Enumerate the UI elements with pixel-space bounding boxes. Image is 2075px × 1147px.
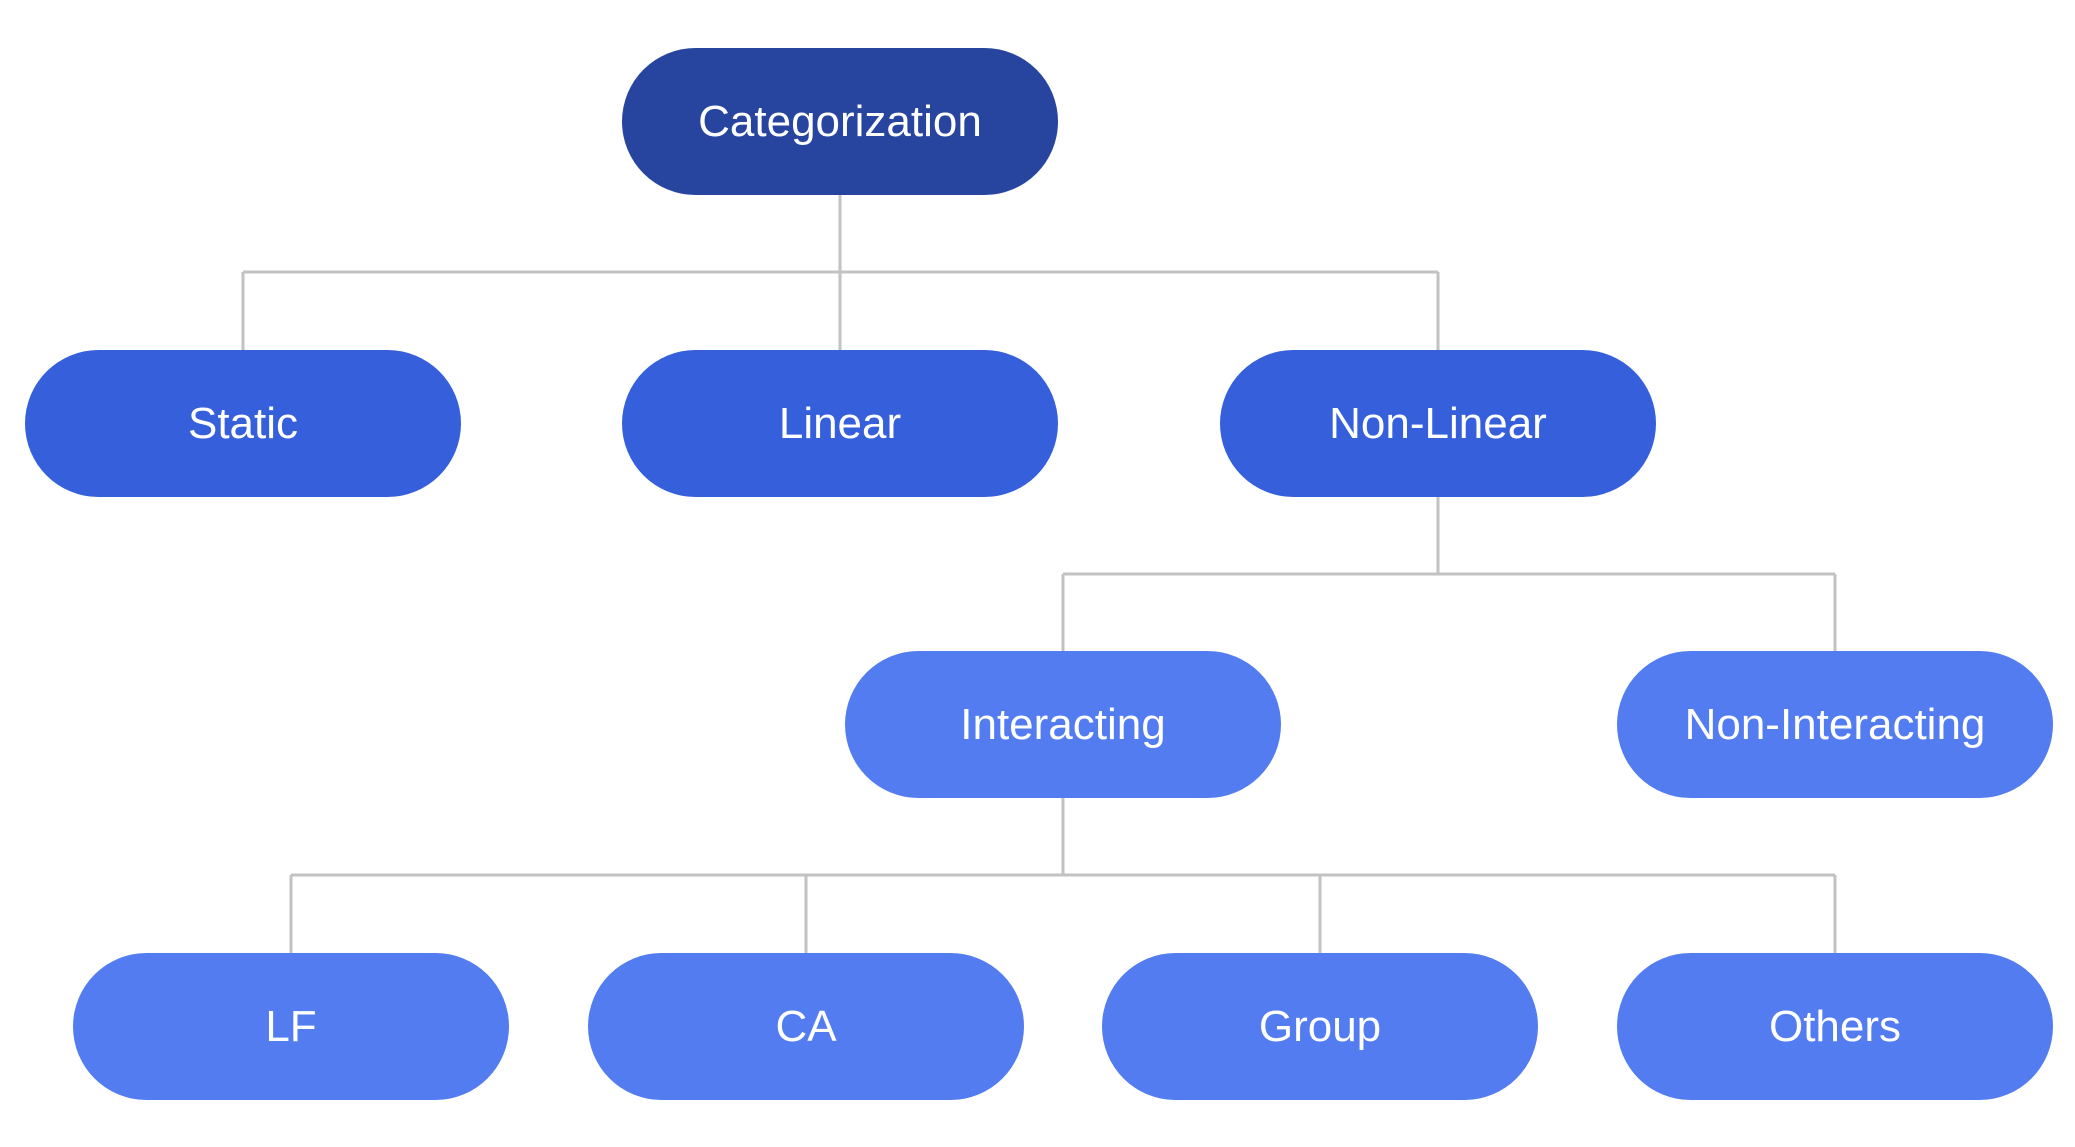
node-ca: CA	[588, 953, 1024, 1100]
node-label: Interacting	[960, 699, 1166, 749]
node-label: LF	[265, 1001, 317, 1051]
node-label: Group	[1258, 1001, 1382, 1051]
node-interacting: Interacting	[845, 651, 1281, 798]
node-label: Static	[187, 398, 299, 448]
node-non-interacting: Non-Interacting	[1617, 651, 2053, 798]
node-categorization: Categorization	[622, 48, 1058, 195]
node-label: Non-Interacting	[1684, 699, 1986, 749]
node-linear: Linear	[622, 350, 1058, 497]
node-non-linear: Non-Linear	[1220, 350, 1656, 497]
node-lf: LF	[73, 953, 509, 1100]
node-label: Others	[1768, 1001, 1902, 1051]
node-label: Categorization	[698, 96, 982, 146]
node-label: CA	[775, 1001, 837, 1051]
node-label: Non-Linear	[1329, 398, 1547, 448]
node-group: Group	[1102, 953, 1538, 1100]
node-static: Static	[25, 350, 461, 497]
node-others: Others	[1617, 953, 2053, 1100]
node-label: Linear	[778, 398, 902, 448]
